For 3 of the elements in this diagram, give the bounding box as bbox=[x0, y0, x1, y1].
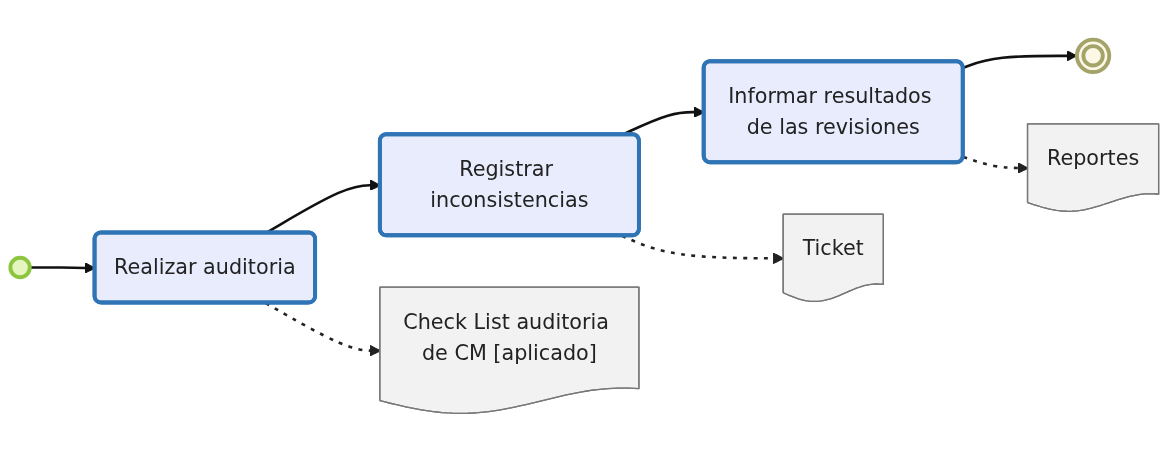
arrow bbox=[962, 155, 1029, 174]
node-circle bbox=[1074, 37, 1112, 74]
node-circle bbox=[8, 255, 32, 280]
